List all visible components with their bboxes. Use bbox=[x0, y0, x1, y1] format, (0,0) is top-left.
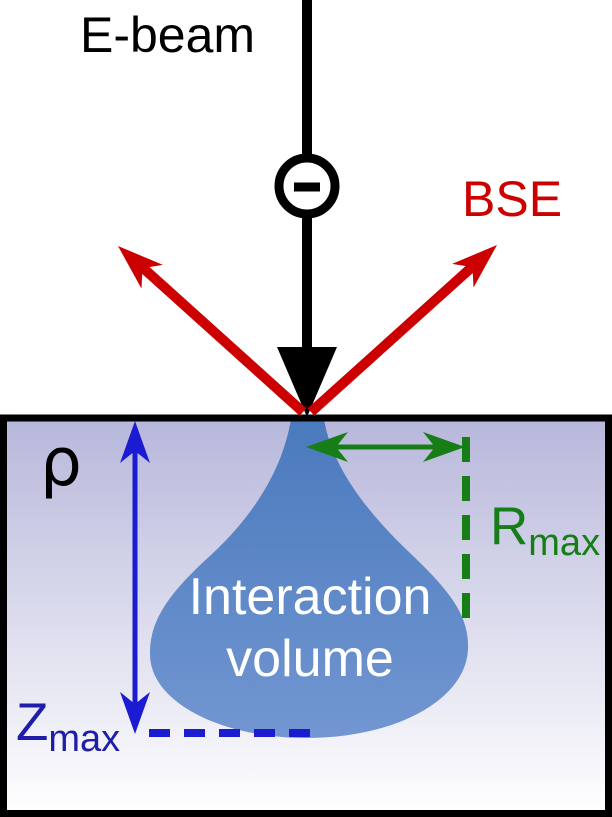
zmax-subscript-text: max bbox=[48, 718, 121, 760]
ebeam-arrowhead bbox=[277, 347, 337, 417]
density-rho-label: ρ bbox=[40, 424, 82, 501]
depth-arrowhead-top bbox=[120, 421, 150, 463]
bse-arrowhead-left bbox=[118, 246, 163, 289]
rmax-label: Rmax bbox=[490, 497, 600, 562]
zmax-main-text: Z bbox=[16, 693, 49, 752]
sample-border bbox=[0, 414, 612, 817]
radius-arrowhead-right bbox=[423, 432, 465, 462]
depth-arrowhead-bottom bbox=[120, 692, 150, 734]
interaction-volume-label: Interaction volume bbox=[142, 566, 478, 690]
zmax-label: Zmax bbox=[16, 693, 120, 758]
bse-arrow-right-shaft bbox=[307, 263, 476, 416]
bse-arrowhead-right bbox=[452, 245, 497, 288]
interaction-volume-label-line2: volume bbox=[226, 630, 394, 688]
radius-arrow bbox=[306, 432, 465, 462]
interaction-volume-label-line1: Interaction bbox=[188, 568, 432, 626]
ebeam-label: E-beam bbox=[80, 7, 256, 63]
rmax-subscript-text: max bbox=[528, 522, 601, 564]
rmax-main-text: R bbox=[490, 497, 529, 556]
bse-label: BSE bbox=[462, 171, 563, 227]
bse-arrow-left bbox=[118, 246, 307, 416]
interaction-volume-shape bbox=[149, 419, 469, 738]
radius-arrowhead-left bbox=[306, 432, 348, 462]
bse-arrow-left-shaft bbox=[138, 263, 307, 416]
depth-arrow bbox=[120, 421, 150, 734]
bse-arrow-right bbox=[307, 245, 497, 416]
